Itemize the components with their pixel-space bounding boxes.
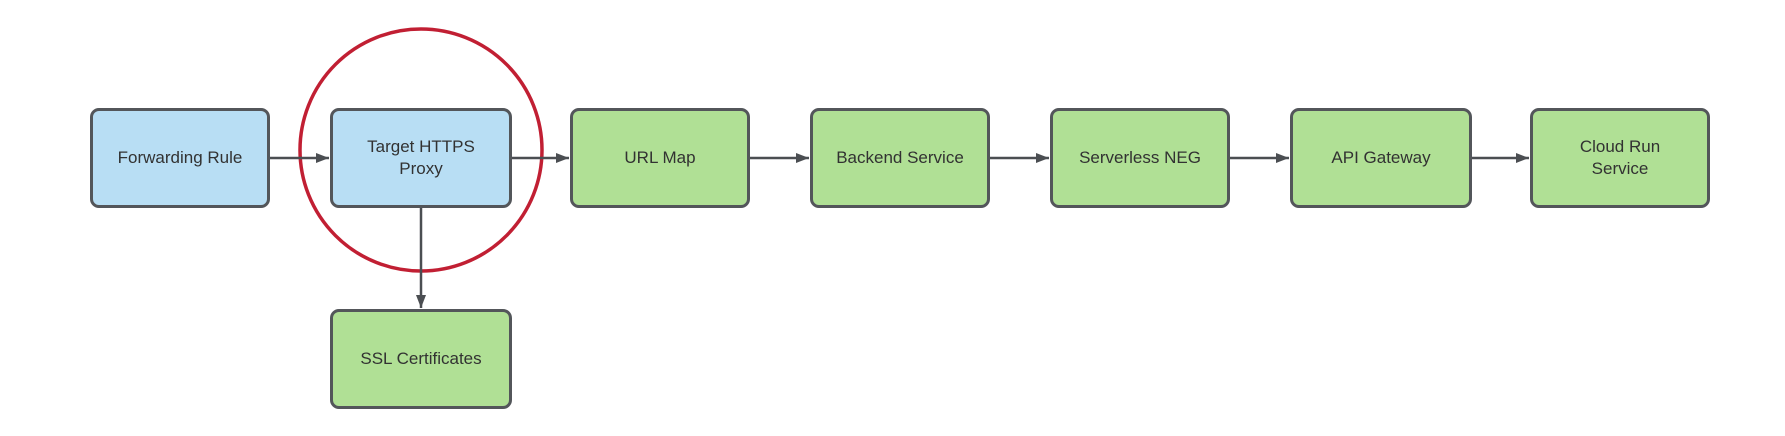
node-label: Forwarding Rule	[117, 147, 243, 167]
node-label: SSL Certificates	[360, 348, 482, 368]
node-label: URL Map	[624, 147, 696, 167]
node-label: Backend Service	[836, 147, 964, 167]
node-ssl-certificates[interactable]: SSL Certificates	[330, 309, 512, 409]
node-backend-service[interactable]: Backend Service	[810, 108, 990, 208]
node-url-map[interactable]: URL Map	[570, 108, 750, 208]
node-label: Target HTTPS Proxy	[367, 136, 475, 178]
node-target-https-proxy[interactable]: Target HTTPS Proxy	[330, 108, 512, 208]
node-api-gateway[interactable]: API Gateway	[1290, 108, 1472, 208]
node-cloud-run-service[interactable]: Cloud Run Service	[1530, 108, 1710, 208]
node-serverless-neg[interactable]: Serverless NEG	[1050, 108, 1230, 208]
node-label: API Gateway	[1331, 147, 1431, 167]
node-forwarding-rule[interactable]: Forwarding Rule	[90, 108, 270, 208]
node-label: Cloud Run Service	[1579, 136, 1661, 178]
node-label: Serverless NEG	[1079, 147, 1201, 167]
